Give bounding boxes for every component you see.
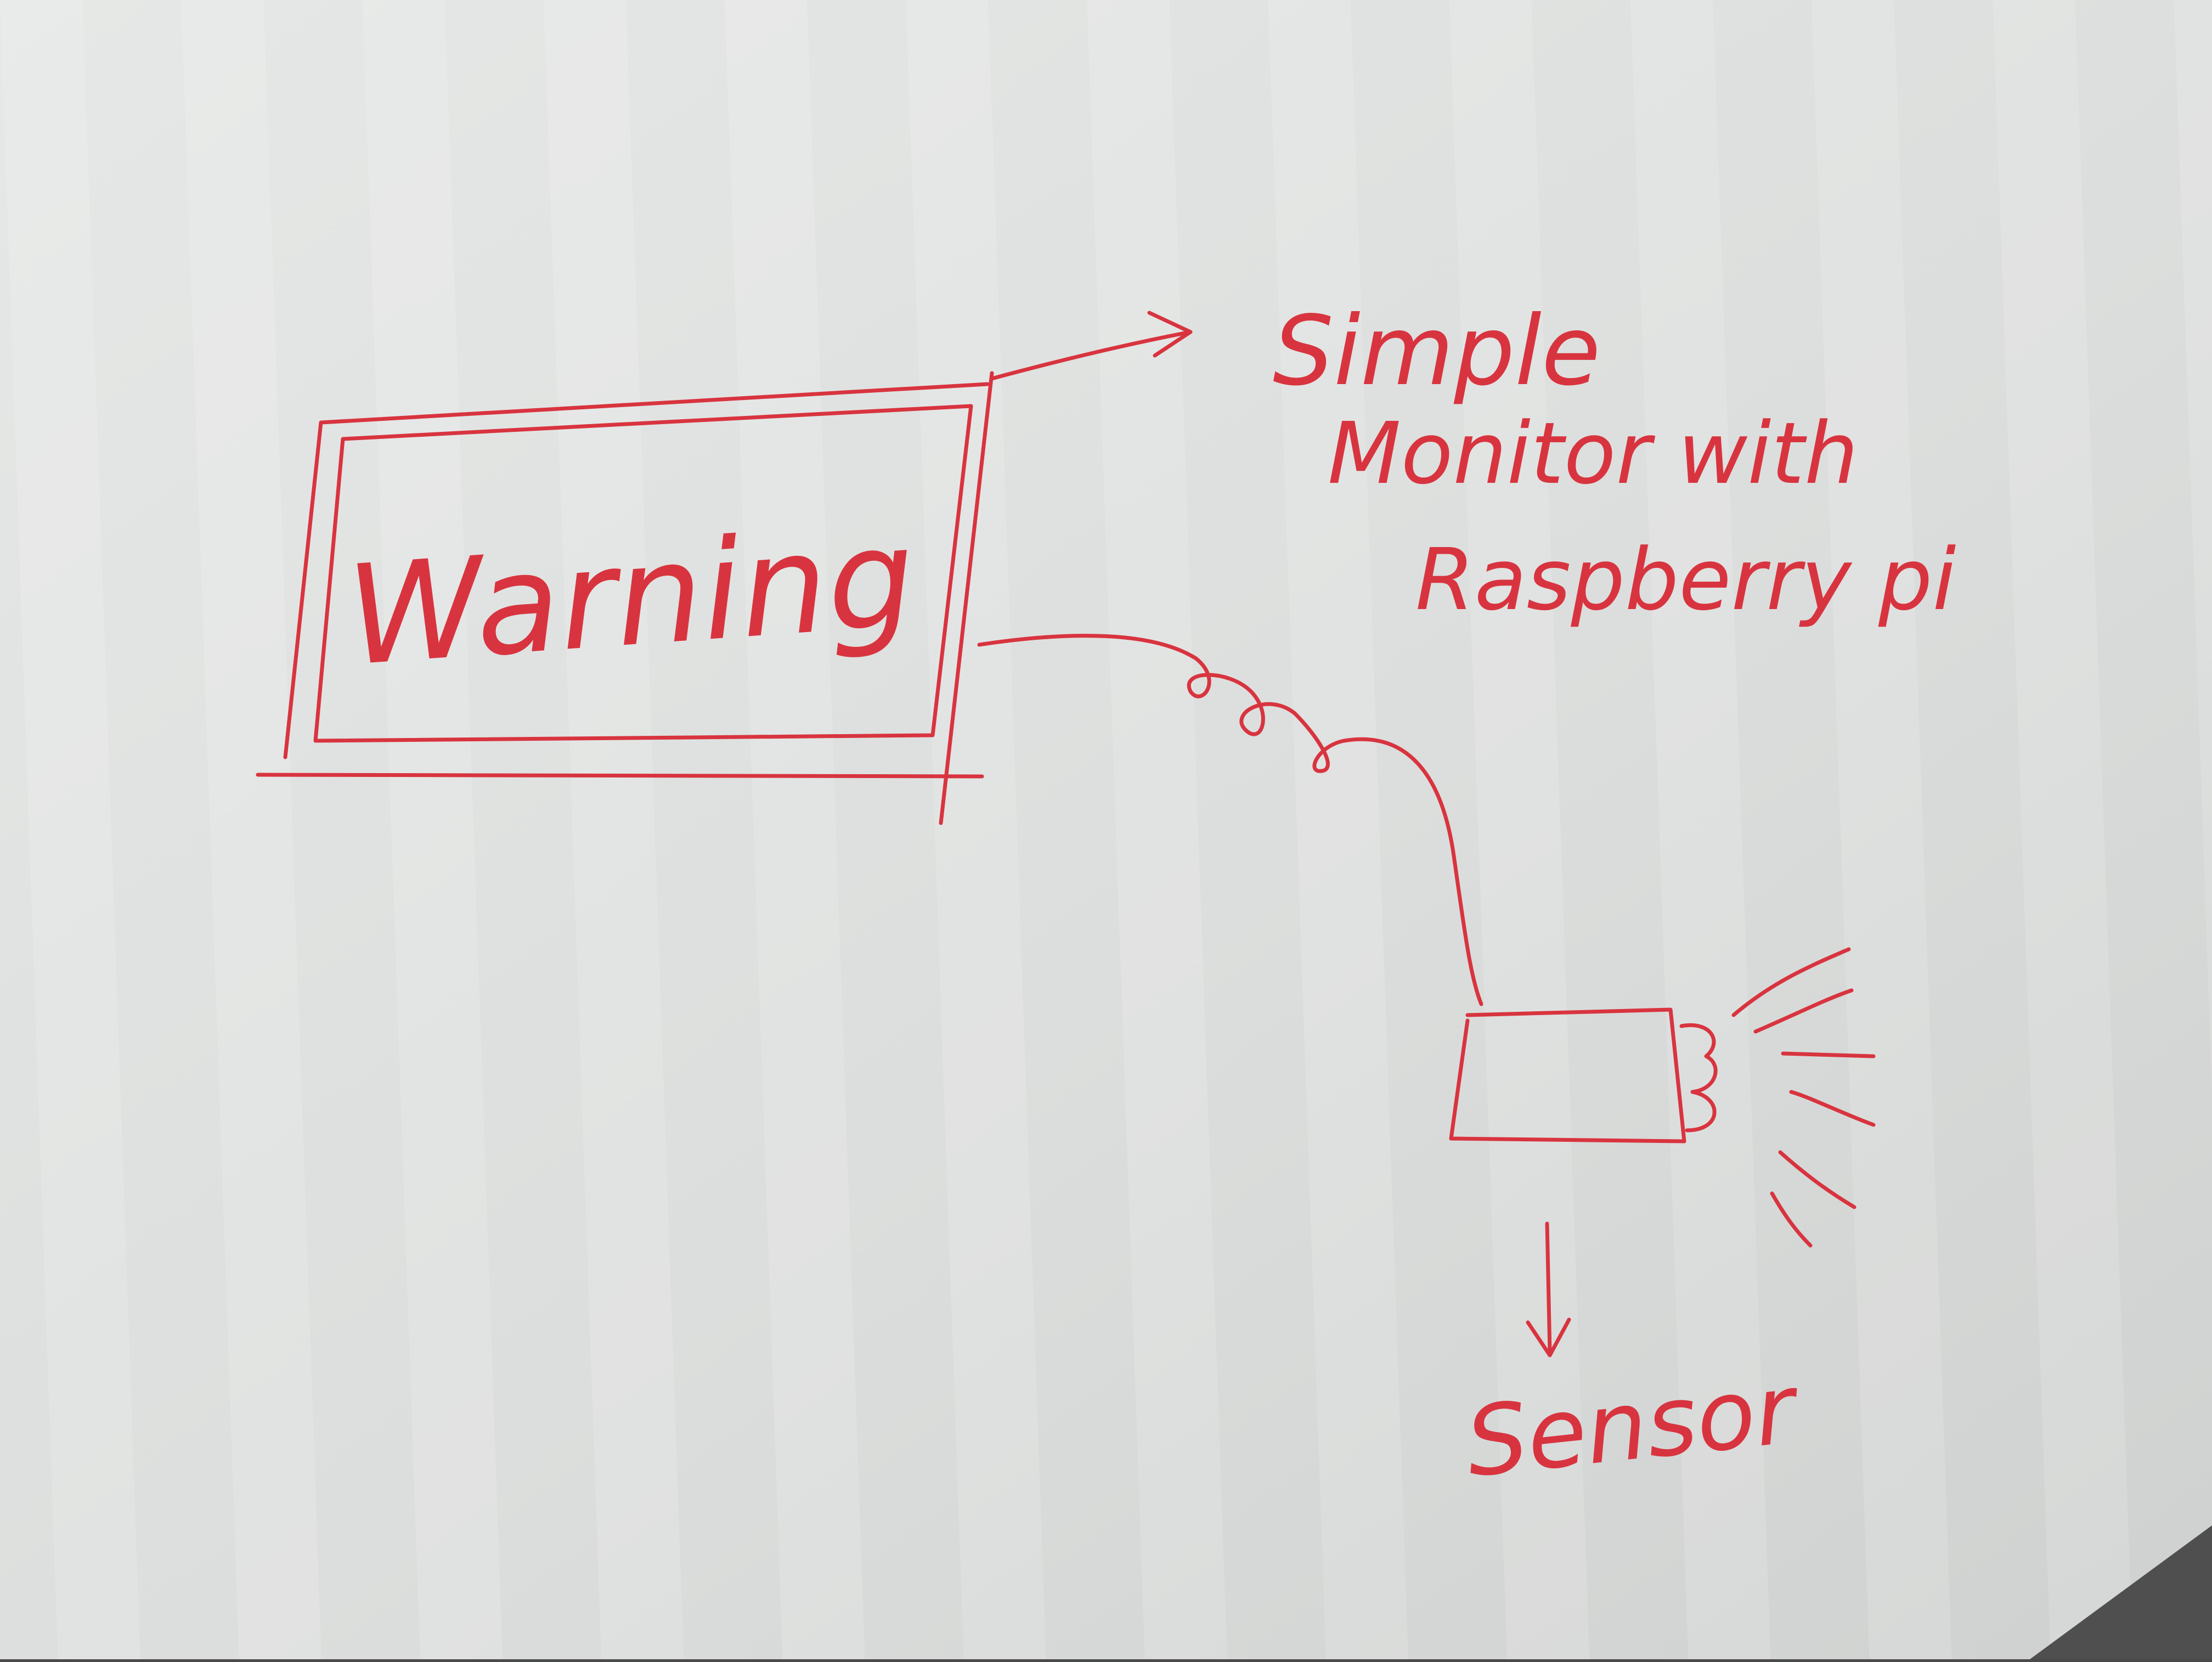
coiled-cable — [977, 634, 1483, 1006]
sensor-body — [1449, 1007, 1686, 1143]
monitor-inner-screen — [313, 404, 973, 743]
sensor-emission-rays — [1731, 947, 1876, 1248]
sensor-pointer-arrow — [1526, 1221, 1571, 1357]
caption-line-raspberry-pi: Raspberry pi — [1415, 530, 1956, 629]
caption-pointer-arrow — [990, 311, 1193, 381]
sensor-drawing — [1449, 947, 1876, 1357]
sensor-lens — [1679, 1023, 1718, 1133]
monitor-drawing — [256, 311, 1193, 825]
caption-line-simple: Simple — [1273, 296, 1601, 407]
monitor-outer-frame — [256, 371, 994, 825]
monitor-warning-text: Warning — [342, 497, 919, 696]
caption-line-monitor-with: Monitor with — [1328, 404, 1858, 503]
